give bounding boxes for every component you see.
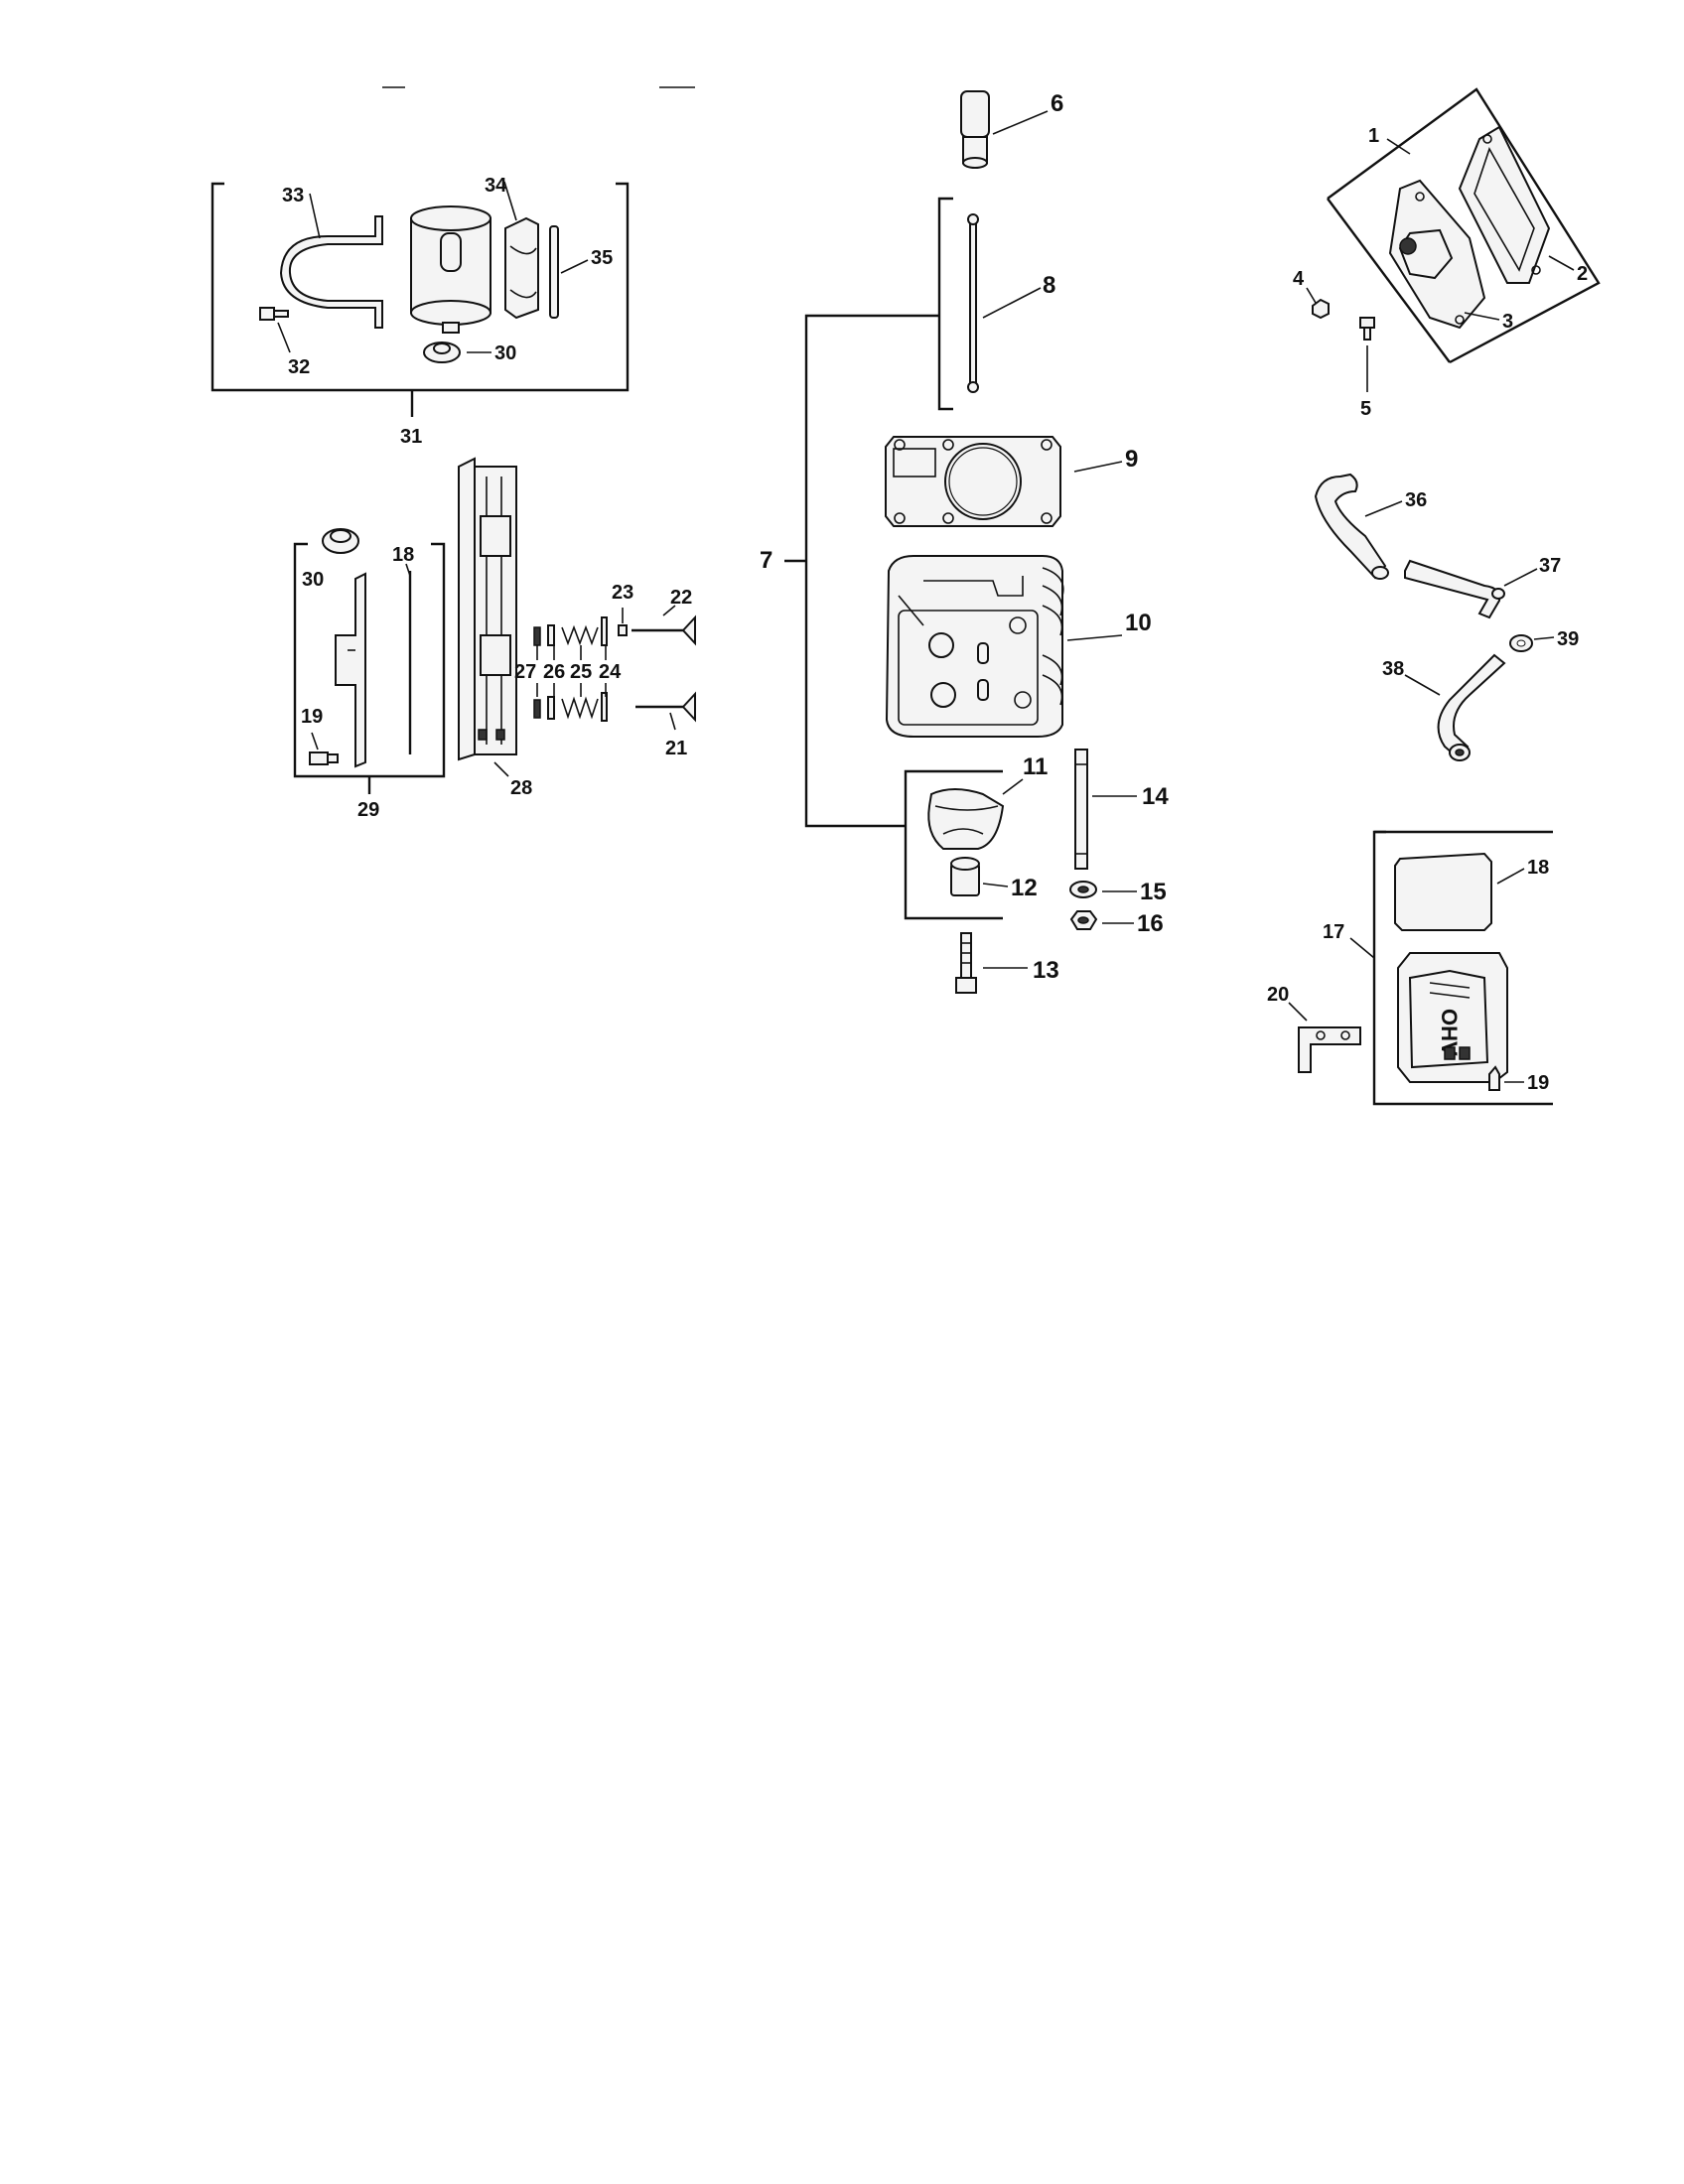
stud-part: [1074, 749, 1088, 870]
callout-10: 10: [1125, 610, 1152, 636]
callout-13: 13: [1033, 957, 1059, 984]
breather-assembly-group: [210, 86, 695, 417]
callout-28: 28: [510, 777, 532, 799]
callout-14: 14: [1142, 783, 1169, 810]
breather-hose-part-36: [1314, 473, 1387, 580]
valve-part-lower: [635, 691, 696, 723]
washer-part: [1069, 881, 1097, 898]
cover-plate-part: [335, 572, 366, 768]
pushrod-bracket: [937, 197, 953, 411]
callout-16: 16: [1137, 910, 1164, 937]
callout-30-upper: 30: [494, 342, 516, 364]
cover-gasket-part: [1458, 125, 1551, 284]
push-rod-part: [969, 217, 977, 390]
callout-7: 7: [760, 547, 772, 574]
angle-bracket-part: [1298, 1026, 1361, 1073]
valve-cover-screw-part: [1488, 1065, 1500, 1091]
cylinder-head-group: [784, 90, 1137, 994]
breather-hoses-group: [1314, 473, 1555, 761]
callout-23: 23: [612, 582, 633, 604]
pivot-part: [950, 857, 980, 896]
callout-9: 9: [1125, 446, 1138, 473]
callout-18-left: 18: [392, 544, 414, 566]
callout-1: 1: [1368, 125, 1379, 147]
hose-clamp-part: [1509, 634, 1533, 652]
callout-17: 17: [1323, 921, 1344, 943]
rocker-bracket: [904, 769, 1003, 920]
callout-8: 8: [1043, 272, 1055, 299]
callout-32: 32: [288, 356, 310, 378]
callout-26: 26: [543, 661, 565, 683]
screw-part-lower: [309, 751, 339, 765]
callout-38: 38: [1382, 658, 1404, 680]
grommet-part: [423, 341, 461, 363]
callout-12: 12: [1011, 875, 1038, 901]
callout-20: 20: [1267, 984, 1289, 1006]
valve-assembly-group: [293, 457, 696, 794]
callout-11: 11: [1023, 753, 1048, 780]
cylinder-head-side-part: [458, 457, 517, 761]
group-bracket-31: [210, 182, 630, 392]
bracket-part: [504, 216, 539, 320]
callout-25: 25: [570, 661, 592, 683]
screw-part: [259, 307, 289, 321]
grommet-part-upper: [322, 528, 359, 554]
callout-5: 5: [1360, 398, 1371, 420]
breather-hose-part-38: [1437, 653, 1506, 761]
callout-39: 39: [1557, 628, 1579, 650]
valve-cover-group: OHV: [1288, 830, 1553, 1106]
callout-3: 3: [1502, 311, 1513, 333]
bolt-part: [955, 932, 977, 994]
callout-18-right: 18: [1527, 857, 1549, 879]
callout-2: 2: [1577, 263, 1588, 285]
callout-35: 35: [591, 247, 613, 269]
cover-group-bracket-1: [1327, 87, 1601, 364]
breather-hose-part-37: [1404, 559, 1501, 619]
callout-19-left: 19: [301, 706, 323, 728]
valve-seal-part: [618, 624, 628, 636]
cylinder-head-part: [885, 555, 1064, 738]
breather-cover-part: [1388, 179, 1486, 330]
callout-21: 21: [665, 738, 687, 759]
callout-30-lower: 30: [302, 569, 324, 591]
callout-15: 15: [1140, 879, 1167, 905]
breather-cover-group: [1306, 87, 1601, 392]
callout-27: 27: [514, 661, 536, 683]
callout-labels: 1 2 3 4 5 6 7 8 9 10 11 12 13 14 15 16 1…: [282, 90, 1588, 1094]
breather-canister-part: [410, 205, 491, 334]
gasket-part: [549, 225, 559, 319]
valve-cover-part: OHV: [1397, 952, 1508, 1083]
valve-part-upper: [632, 614, 696, 646]
cylinder-head-bracket-7: [804, 314, 939, 828]
callout-34: 34: [485, 175, 507, 197]
small-nut-part: [1312, 298, 1330, 320]
callout-36: 36: [1405, 489, 1427, 511]
nut-part: [1069, 910, 1098, 930]
callout-24: 24: [599, 661, 622, 683]
callout-37: 37: [1539, 555, 1561, 577]
rocker-arm-part: [927, 788, 1005, 850]
callout-33: 33: [282, 185, 304, 206]
small-screw-part: [1359, 317, 1375, 341]
u-clamp-part: [279, 215, 383, 329]
valve-springs-part: [533, 616, 608, 722]
head-gasket-part: [885, 436, 1061, 527]
callout-4: 4: [1293, 268, 1305, 290]
tappet-part: [960, 90, 990, 169]
callout-22: 22: [670, 587, 692, 609]
callout-29: 29: [357, 799, 379, 821]
callout-6: 6: [1051, 90, 1063, 117]
callout-31: 31: [400, 426, 422, 448]
callout-19-right: 19: [1527, 1072, 1549, 1094]
valve-cover-gasket-part: [1394, 852, 1492, 931]
